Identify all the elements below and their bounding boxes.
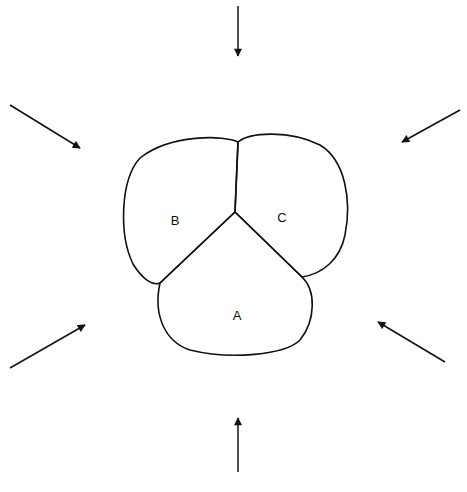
arrow — [10, 105, 80, 148]
cell-outline — [233, 130, 353, 280]
cell-outline — [158, 212, 312, 355]
cell: A — [154, 208, 316, 360]
cell-outline — [235, 134, 348, 277]
arrow — [10, 325, 85, 368]
cell-outline — [124, 138, 238, 284]
cell-label: A — [233, 309, 242, 322]
arrow — [237, 6, 239, 56]
arrow — [378, 322, 445, 362]
cell: C — [233, 130, 353, 280]
arrow — [402, 110, 460, 142]
cell-label: C — [277, 211, 286, 224]
cell-outline — [154, 208, 316, 360]
cell-label: B — [171, 214, 180, 227]
arrow — [237, 418, 239, 472]
